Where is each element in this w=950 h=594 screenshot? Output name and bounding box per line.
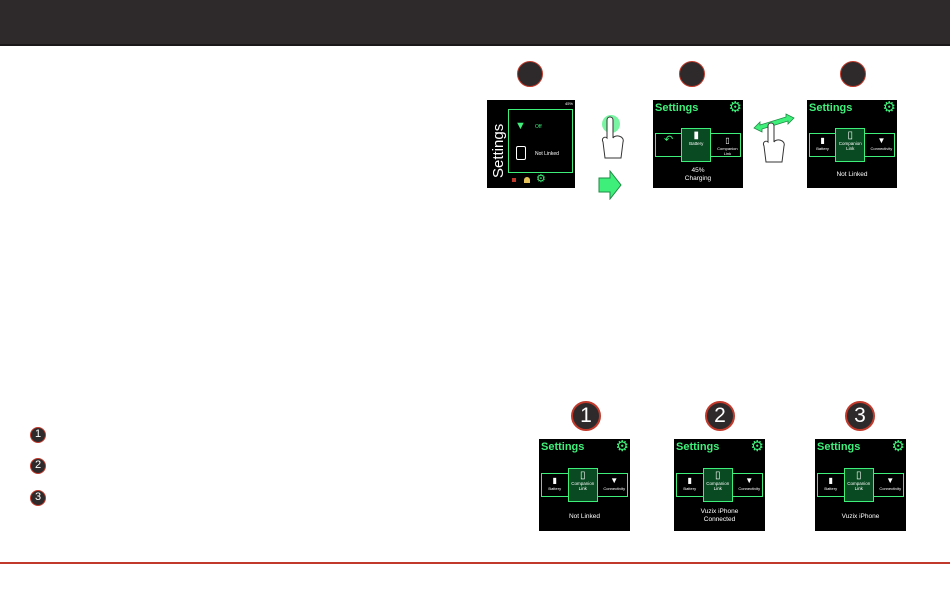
tile-label: Battery — [689, 141, 704, 146]
legend-number-2: 2 — [30, 458, 46, 474]
settings-tiles: ↶ ▮ Battery ▯ Companion Link — [655, 128, 741, 162]
battery-icon: ▮ — [693, 130, 700, 141]
tile-companion-link[interactable]: ▯ Companion Link — [567, 468, 599, 502]
status-line-1: 45% — [691, 167, 705, 174]
tile-battery[interactable]: ▮ Battery — [677, 474, 703, 496]
phone-icon: ▯ — [847, 130, 854, 141]
companion-screen-not-linked: Settings ⚙ ▮ Battery ▯ Companion Link ▼ … — [539, 439, 630, 531]
wifi-icon: ▼ — [745, 476, 754, 485]
number-badge-2: 2 — [705, 401, 735, 431]
battery-text: 45% — [564, 101, 573, 106]
settings-title: Settings — [655, 102, 699, 114]
tile-label: Companion Link — [571, 481, 595, 491]
wifi-icon: ▼ — [877, 136, 886, 145]
status-line-2: Charging — [684, 175, 712, 182]
status-line-1: Not Linked — [568, 513, 601, 520]
dot-icon — [512, 178, 516, 182]
tile-battery[interactable]: ▮ Battery — [818, 474, 844, 496]
wifi-icon: ▼ — [610, 476, 619, 485]
status-line-1: Vuzix iPhone — [841, 513, 880, 520]
gear-icon: ⚙ — [536, 173, 546, 185]
settings-title: Settings — [541, 441, 585, 453]
step-circle-1 — [517, 61, 543, 87]
tile-label: Battery — [548, 486, 562, 491]
tile-battery[interactable]: ▮ Battery — [810, 134, 835, 156]
settings-title: Settings — [817, 441, 861, 453]
settings-title: Settings — [809, 102, 853, 114]
tile-connectivity[interactable]: ▼ Connectivity — [737, 474, 763, 496]
header-bar — [0, 0, 950, 46]
status-line-1: Not Linked — [836, 171, 868, 178]
android-icon — [524, 177, 530, 183]
settings-title-vertical: Settings — [490, 123, 507, 178]
status-line-1: Vuzix iPhone — [700, 508, 739, 515]
tile-connectivity[interactable]: ▼ Connectivity — [878, 474, 904, 496]
swipe-hand-icon — [753, 113, 795, 163]
legend-number-3: 3 — [30, 490, 46, 506]
phone-icon: ▯ — [715, 470, 721, 481]
tile-label: Connectivity — [879, 486, 902, 491]
phone-icon: ▯ — [725, 136, 730, 145]
number-badge-1: 1 — [571, 401, 601, 431]
settings-screen-vertical: Settings 45% ▼ Off Not Linked ⚙ — [487, 100, 575, 188]
settings-screen-companion: Settings ⚙ ▮ Battery ▯ Companion Link ▼ … — [807, 100, 897, 188]
tile-label: Battery — [824, 486, 838, 491]
battery-icon: ▮ — [820, 136, 825, 145]
tile-label: Companion Link — [847, 481, 871, 491]
gear-icon: ⚙ — [891, 439, 905, 455]
tile-label: Connectivity — [603, 486, 626, 491]
tile-label: Battery — [683, 486, 697, 491]
settings-tiles: ▮ Battery ▯ Companion Link ▼ Connectivit… — [676, 468, 763, 502]
step-circle-2 — [679, 61, 705, 87]
arrow-right-icon — [598, 170, 622, 200]
link-status: Not Linked — [535, 151, 559, 157]
step-circle-3 — [840, 61, 866, 87]
tile-companion-link[interactable]: ▯ Companion Link — [843, 468, 875, 502]
number-badge-3: 3 — [845, 401, 875, 431]
tile-label: Connectivity — [870, 146, 893, 151]
tile-connectivity[interactable]: ▼ Connectivity — [602, 474, 628, 496]
settings-tiles: ▮ Battery ▯ Companion Link ▼ Connectivit… — [809, 128, 895, 162]
companion-screen-connected: Settings ⚙ ▮ Battery ▯ Companion Link ▼ … — [674, 439, 765, 531]
settings-tiles: ▮ Battery ▯ Companion Link ▼ Connectivit… — [817, 468, 904, 502]
tile-battery[interactable]: ▮ Battery — [681, 128, 712, 162]
battery-icon: ▮ — [552, 476, 557, 485]
gear-icon: ⚙ — [750, 439, 764, 455]
legend-number-1: 1 — [30, 427, 46, 443]
status-line-2: Connected — [703, 516, 736, 523]
back-arrow-icon: ↶ — [663, 134, 674, 146]
gear-icon: ⚙ — [728, 100, 742, 116]
settings-tiles: ▮ Battery ▯ Companion Link ▼ Connectivit… — [541, 468, 628, 502]
gear-icon: ⚙ — [615, 439, 629, 455]
tile-label: Companion Link — [717, 146, 738, 156]
companion-screen-device: Settings ⚙ ▮ Battery ▯ Companion Link ▼ … — [815, 439, 906, 531]
tile-label: Connectivity — [738, 486, 761, 491]
gear-icon: ⚙ — [882, 100, 896, 116]
phone-icon — [516, 146, 526, 160]
wifi-status: Off — [535, 124, 542, 130]
tile-label: Battery — [816, 146, 829, 151]
tile-battery[interactable]: ▮ Battery — [542, 474, 568, 496]
battery-icon: ▮ — [828, 476, 833, 485]
tile-companion-link[interactable]: ▯ Companion Link — [702, 468, 734, 502]
battery-icon: ▮ — [687, 476, 692, 485]
tile-companion-link[interactable]: ▯ Companion Link — [835, 128, 866, 162]
tile-label: Companion Link — [706, 481, 730, 491]
wifi-off-icon: ▼ — [515, 120, 526, 132]
footer-rule — [0, 562, 950, 564]
tile-label: Companion Link — [838, 141, 862, 151]
tile-connectivity[interactable]: ▼ Connectivity — [869, 134, 894, 156]
phone-icon: ▯ — [856, 470, 862, 481]
settings-title: Settings — [676, 441, 720, 453]
settings-list: ▼ Off Not Linked — [508, 109, 573, 173]
tile-companion-link[interactable]: ▯ Companion Link — [715, 134, 740, 156]
wifi-icon: ▼ — [886, 476, 895, 485]
settings-screen-battery: Settings ⚙ ↶ ▮ Battery ▯ Companion Link … — [653, 100, 743, 188]
tile-back[interactable]: ↶ — [656, 134, 681, 156]
tap-hand-icon — [602, 115, 624, 159]
phone-icon: ▯ — [580, 470, 586, 481]
